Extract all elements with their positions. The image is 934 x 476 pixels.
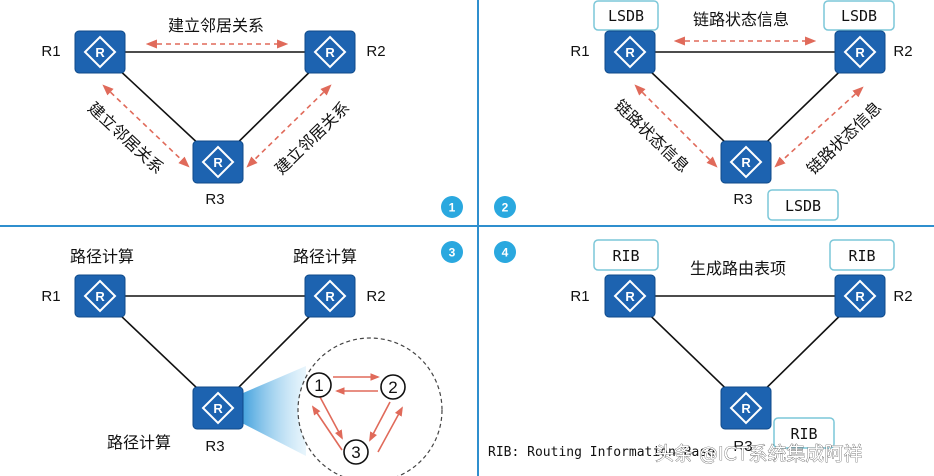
spf-node-1-label: 1 bbox=[314, 376, 323, 395]
rib-box-r1 bbox=[593, 239, 659, 271]
zoom-beam bbox=[236, 366, 306, 456]
path-calc-label-r2: 路径计算 bbox=[293, 247, 357, 266]
router-label-r2: R2 bbox=[893, 43, 912, 60]
path-calc-label-r1: 路径计算 bbox=[70, 247, 134, 266]
step-2-number: 2 bbox=[502, 201, 509, 215]
router-icon-r1 bbox=[604, 30, 656, 74]
lsdb-box-r2 bbox=[823, 0, 895, 31]
spf-node-1 bbox=[306, 372, 332, 398]
router-label-r1: R1 bbox=[41, 43, 60, 60]
lsdb-label-r2: LSDB bbox=[841, 7, 877, 25]
router-icon-r3 bbox=[720, 386, 772, 430]
router-icon-r2 bbox=[304, 274, 356, 318]
step-badge-4: 4 bbox=[494, 241, 516, 263]
lsdb-box-r1 bbox=[593, 0, 659, 31]
quadrant-path-calculation: 路径计算 路径计算 路径计算 R1 R2 R3 1 2 3 bbox=[41, 247, 443, 476]
router-label-r3: R3 bbox=[733, 438, 752, 455]
watermark: 头条 @ICT系统集成阿祥 bbox=[655, 443, 863, 465]
spf-node-3 bbox=[343, 439, 369, 465]
lsinfo-label-left: 链路状态信息 bbox=[611, 96, 693, 176]
rib-footnote: RIB: Routing Information Base bbox=[488, 445, 715, 460]
dashed-arrow-r1-r3 bbox=[102, 84, 190, 168]
step-1-number: 1 bbox=[449, 201, 456, 215]
lsdb-label-r3: LSDB bbox=[785, 197, 821, 215]
router-icon-r3 bbox=[720, 140, 772, 184]
router-label-r1: R1 bbox=[41, 288, 60, 305]
router-label-r1: R1 bbox=[570, 43, 589, 60]
step-4-number: 4 bbox=[502, 246, 509, 260]
router-icon-r1 bbox=[74, 30, 126, 74]
rib-label-r2: RIB bbox=[848, 247, 875, 265]
router-icon-r3 bbox=[192, 140, 244, 184]
rib-box-r2 bbox=[829, 239, 895, 271]
step-3-number: 3 bbox=[449, 246, 456, 260]
router-icon-r1 bbox=[74, 274, 126, 318]
spf-zoom-circle: 1 2 3 bbox=[297, 337, 443, 476]
spf-node-3-label: 3 bbox=[351, 443, 360, 462]
router-label-r1: R1 bbox=[570, 288, 589, 305]
spf-node-2 bbox=[380, 374, 406, 400]
router-label-r2: R2 bbox=[366, 288, 385, 305]
lsdb-box-r3 bbox=[767, 189, 839, 221]
router-label-r2: R2 bbox=[366, 43, 385, 60]
rib-label-r3: RIB bbox=[790, 425, 817, 443]
neighbor-label-right: 建立邻居关系 bbox=[271, 98, 353, 178]
router-icon-r3 bbox=[192, 386, 244, 430]
rib-box-r3 bbox=[773, 417, 835, 449]
step-badge-2: 2 bbox=[494, 196, 516, 218]
dashed-arrow-r2-r3 bbox=[774, 86, 864, 168]
step-badge-3: 3 bbox=[441, 241, 463, 263]
step-badge-1: 1 bbox=[441, 196, 463, 218]
quadrant-lsdb-sync: 链路状态信息 链路状态信息 链路状态信息 LSDB LSDB LSDB R1 R… bbox=[570, 0, 913, 221]
neighbor-label-left: 建立邻居关系 bbox=[84, 98, 167, 177]
dashed-arrow-r2-r3 bbox=[246, 84, 332, 168]
quadrant-route-generation: 生成路由表项 RIB RIB RIB R1 R2 R3 RIB: Routing… bbox=[488, 239, 913, 460]
path-calc-label-r3: 路径计算 bbox=[107, 433, 171, 452]
dashed-arrow-r1-r3 bbox=[634, 84, 718, 168]
route-gen-label: 生成路由表项 bbox=[690, 259, 786, 278]
router-label-r3: R3 bbox=[733, 191, 752, 208]
router-label-r3: R3 bbox=[205, 191, 224, 208]
lsinfo-label-top: 链路状态信息 bbox=[693, 10, 789, 29]
spf-node-2-label: 2 bbox=[388, 378, 397, 397]
lsinfo-label-right: 链路状态信息 bbox=[803, 98, 885, 178]
router-icon-r2 bbox=[304, 30, 356, 74]
quadrant-neighbor-establishment: 建立邻居关系 建立邻居关系 建立邻居关系 R1 R2 R3 bbox=[41, 16, 385, 208]
router-icon-r2 bbox=[834, 30, 886, 74]
lsdb-label-r1: LSDB bbox=[608, 7, 644, 25]
router-icon-r2 bbox=[834, 274, 886, 318]
neighbor-label-top: 建立邻居关系 bbox=[168, 16, 264, 35]
rib-label-r1: RIB bbox=[612, 247, 639, 265]
router-label-r2: R2 bbox=[893, 288, 912, 305]
router-icon-r1 bbox=[604, 274, 656, 318]
router-label-r3: R3 bbox=[205, 438, 224, 455]
